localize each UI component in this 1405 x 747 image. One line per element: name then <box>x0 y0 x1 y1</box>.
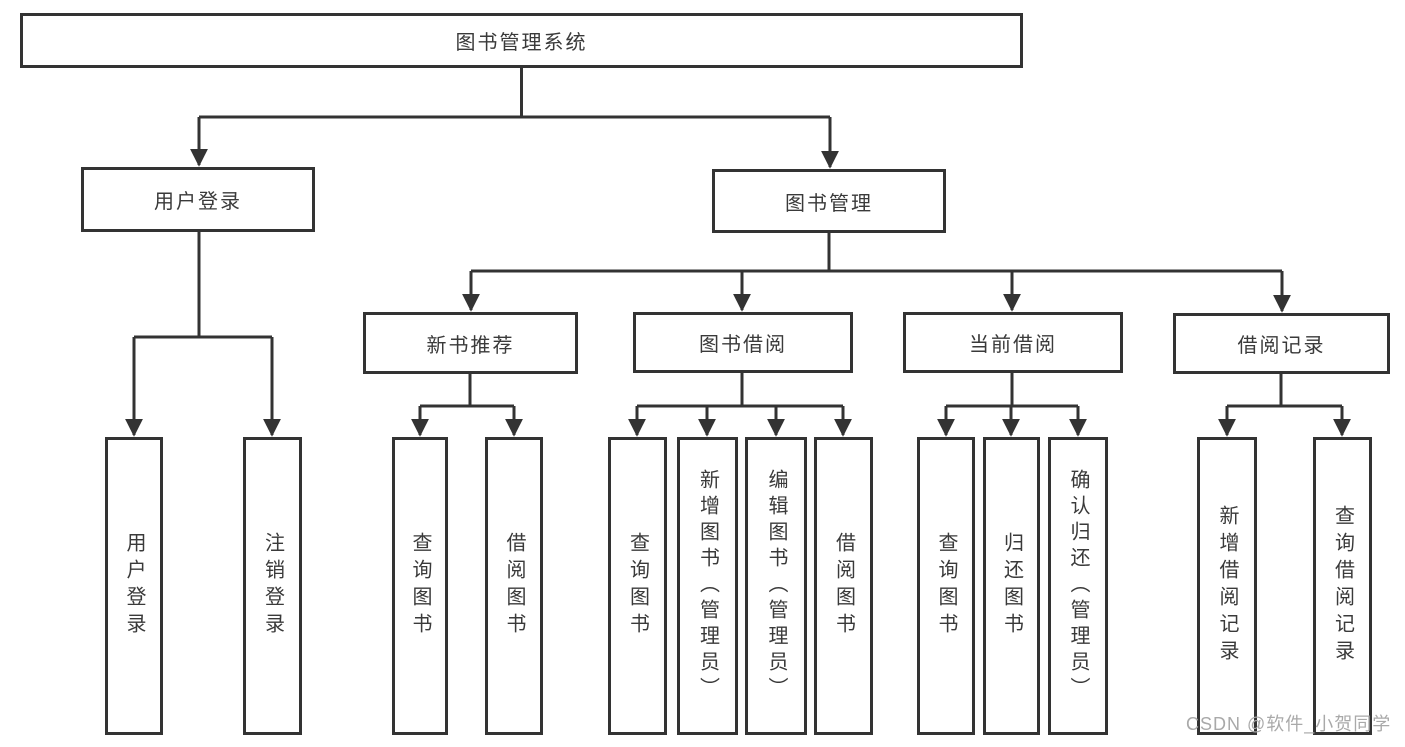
node-root-library-system: 图书管理系统 <box>20 13 1023 68</box>
node-user-login: 用户登录 <box>81 167 315 232</box>
node-book-management: 图书管理 <box>712 169 946 233</box>
leaf-query-books-recommend: 查询图书 <box>392 437 448 735</box>
leaf-confirm-return-admin: 确认归还（管理员） <box>1048 437 1108 735</box>
leaf-query-borrow-record: 查询借阅记录 <box>1313 437 1372 735</box>
leaf-query-books-borrowing: 查询图书 <box>608 437 667 735</box>
leaf-add-book-admin: 新增图书（管理员） <box>677 437 738 735</box>
leaf-return-book: 归还图书 <box>983 437 1040 735</box>
node-current-borrowing: 当前借阅 <box>903 312 1123 373</box>
node-borrow-records: 借阅记录 <box>1173 313 1390 374</box>
node-book-borrowing: 图书借阅 <box>633 312 853 373</box>
leaf-borrow-book: 借阅图书 <box>814 437 873 735</box>
leaf-add-borrow-record: 新增借阅记录 <box>1197 437 1257 735</box>
leaf-query-books-current: 查询图书 <box>917 437 975 735</box>
leaf-borrow-book-recommend: 借阅图书 <box>485 437 543 735</box>
watermark: CSDN @软件_小贺同学 <box>1186 714 1392 734</box>
arrow-down-icons <box>125 117 1351 437</box>
node-new-book-recommend: 新书推荐 <box>363 312 578 374</box>
leaf-logout: 注销登录 <box>243 437 302 735</box>
leaf-user-login: 用户登录 <box>105 437 163 735</box>
leaf-edit-book-admin: 编辑图书（管理员） <box>745 437 807 735</box>
